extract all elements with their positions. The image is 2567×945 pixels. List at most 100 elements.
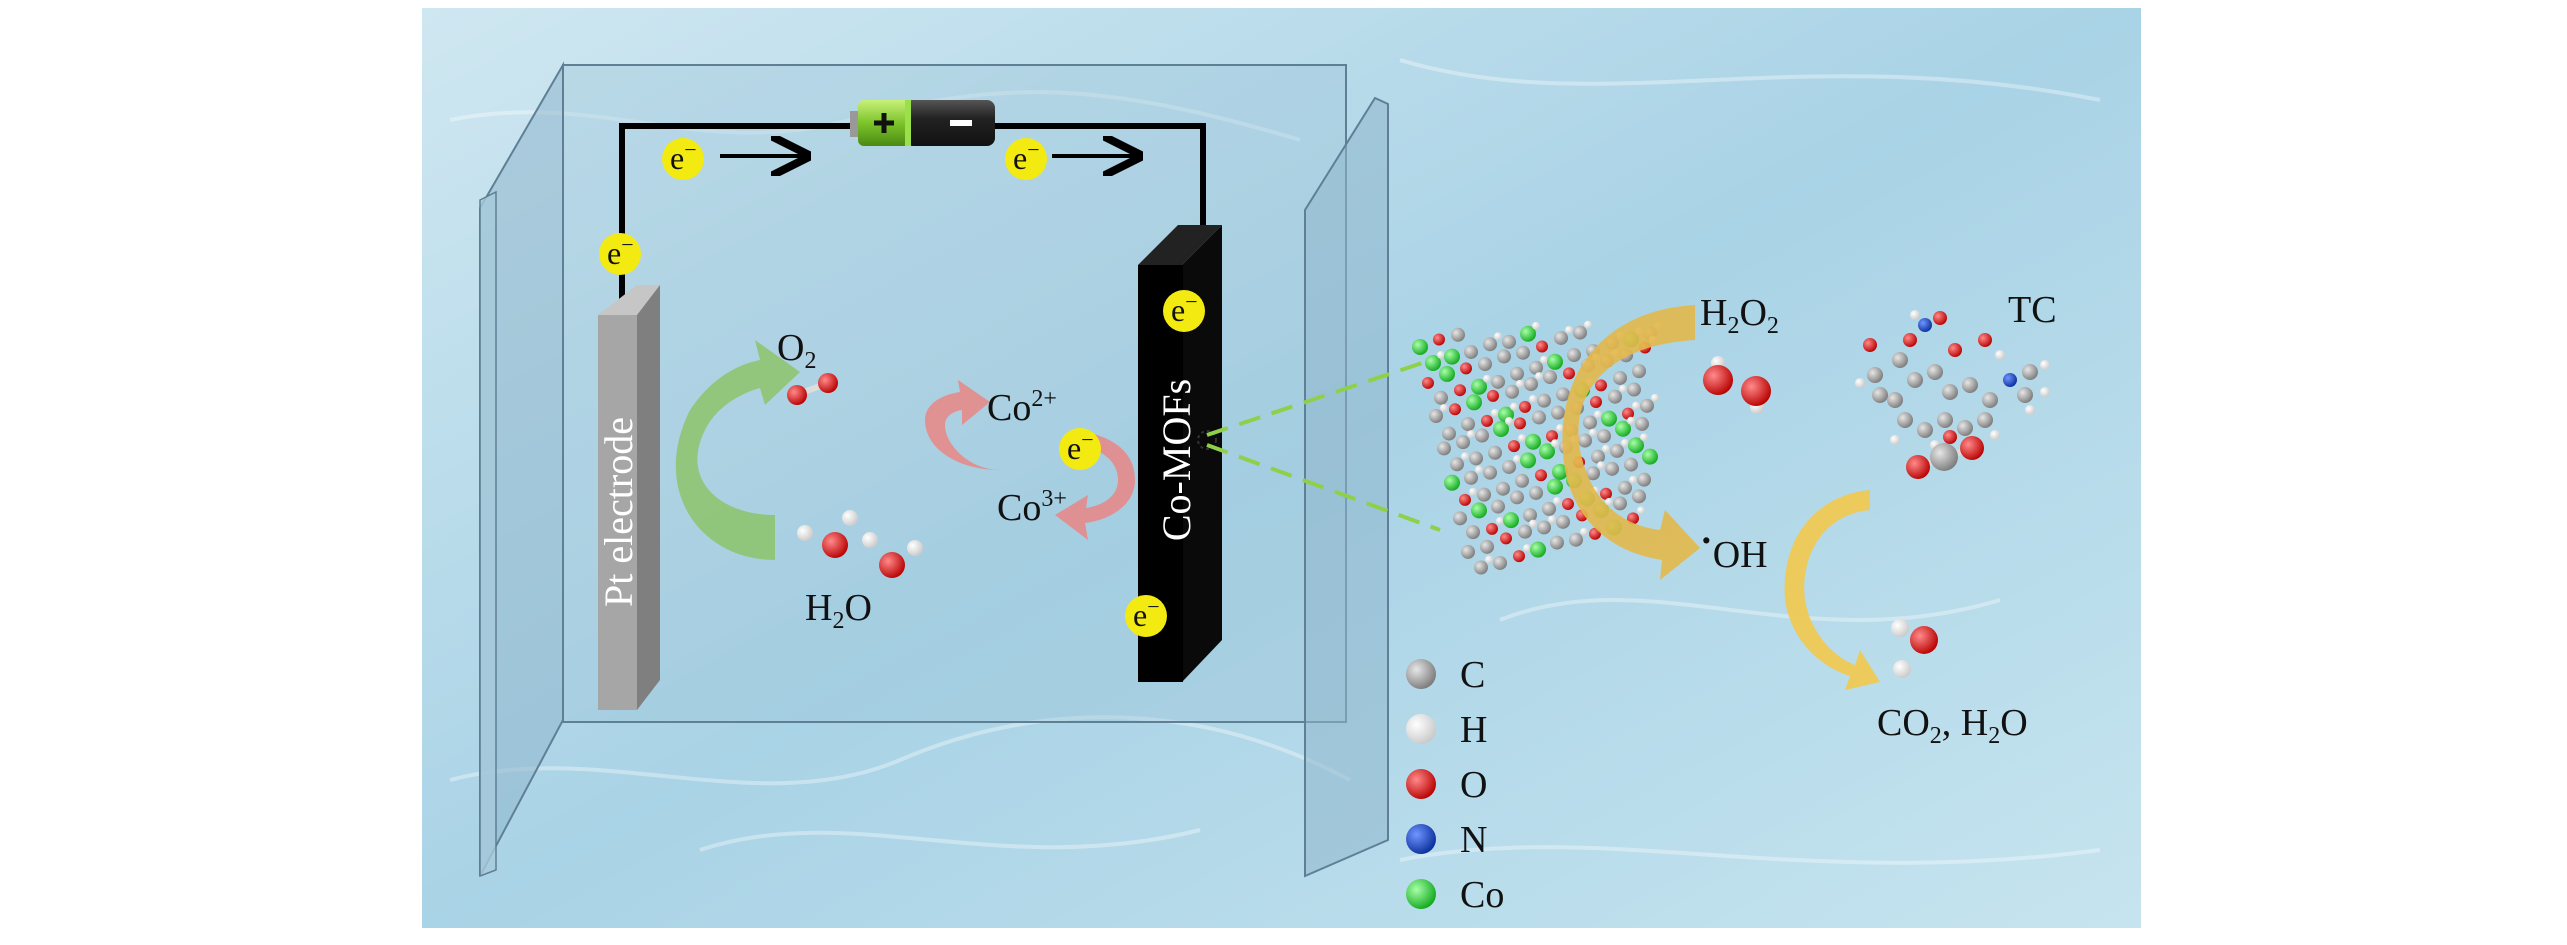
mof-atom (1637, 472, 1651, 487)
mof-atom (1483, 374, 1491, 383)
redox-cycle-arrow (1055, 430, 1135, 540)
tc-atom (1962, 377, 1978, 393)
mof-atom (1539, 443, 1555, 460)
h2o2-activation-arrow (1562, 305, 1700, 580)
electron-icon: e− (1005, 137, 1047, 180)
mof-atom (1488, 445, 1502, 460)
zoom-line (1206, 443, 1441, 532)
mof-atom (1551, 405, 1565, 420)
mof-atom (1546, 430, 1558, 443)
mof-atom (1519, 400, 1531, 413)
mof-atom (1477, 487, 1491, 502)
hydroxyl-radical-label: ·OH (1700, 520, 1768, 576)
mof-atom (1493, 555, 1507, 570)
electron-label: e− (670, 137, 697, 176)
mof-atom (1573, 325, 1587, 340)
h2o-molecules (797, 510, 923, 578)
mof-atom (1485, 555, 1493, 564)
legend-label: C (1460, 654, 1485, 696)
legend-item: Co (1406, 874, 1504, 916)
mof-atom (1491, 374, 1505, 389)
mof-atom (1500, 532, 1512, 545)
mof-atom (1584, 320, 1592, 329)
mof-atom (1597, 461, 1605, 470)
mof-atom (1547, 353, 1563, 370)
h2o2-label: H2O2 (1700, 292, 1779, 339)
mof-atom (1491, 499, 1505, 514)
mof-atom (1523, 508, 1537, 523)
mof-atom (1469, 451, 1483, 466)
mof-atom (1583, 415, 1597, 430)
mof-atom (1508, 440, 1520, 453)
co2plus-label: Co2+ (987, 386, 1057, 429)
legend-swatch (1406, 769, 1436, 799)
mof-atom (1525, 433, 1541, 450)
mof-atom (1622, 407, 1634, 420)
tc-atom (2025, 405, 2035, 415)
electrons: e−e−e−e−e−e− (599, 137, 1205, 637)
tc-atom (1863, 338, 1877, 352)
mof-atom (1444, 474, 1460, 491)
legend-label: O (1460, 764, 1487, 806)
electron-label: e− (1133, 594, 1160, 633)
mof-atom (1640, 398, 1654, 413)
mof-atom (1439, 365, 1455, 382)
tc-molecule (1855, 310, 2050, 450)
mof-atom (1514, 417, 1526, 430)
mof-atom (1605, 461, 1619, 476)
mof-atom (1642, 448, 1658, 465)
water-ripples (449, 58, 2101, 865)
mof-atom (1494, 332, 1502, 341)
mof-atom (1437, 441, 1451, 456)
mof-atom (1597, 429, 1611, 444)
electron-label: e− (1171, 289, 1198, 328)
mof-atom (1640, 433, 1648, 442)
mof-atom (1529, 519, 1537, 528)
mof-atom (1602, 444, 1610, 453)
mof-atom (1627, 382, 1641, 397)
tc-atom (1892, 352, 1908, 368)
mof-atom (1496, 481, 1510, 496)
mof-atom (1505, 384, 1519, 399)
mof-atom (1459, 493, 1471, 506)
pt-electrode: Pt electrode (596, 285, 660, 710)
electron-label: e− (1067, 427, 1094, 466)
legend-swatch (1406, 659, 1436, 689)
mof-atom (1565, 325, 1573, 334)
mof-atom (1551, 439, 1559, 448)
mof-atom (1453, 511, 1467, 526)
legend-item: C (1406, 654, 1485, 696)
oxidation-arrow (675, 340, 800, 560)
mof-atom (1556, 424, 1564, 433)
mof-atom (1619, 384, 1627, 393)
pt-electrode-label: Pt electrode (596, 417, 641, 607)
mof-atom (1613, 370, 1627, 385)
mof-atom (1632, 401, 1640, 410)
tc-atom (1933, 311, 1947, 325)
mof-atom (1483, 465, 1497, 480)
legend-swatch (1406, 824, 1436, 854)
mof-atom (1502, 334, 1516, 349)
mof-atom (1510, 490, 1524, 505)
mof-atom (1524, 377, 1538, 392)
mof-atom (1520, 325, 1536, 342)
electron-icon: e− (662, 137, 704, 180)
electron-icon: e− (1125, 594, 1167, 637)
tc-atom (1872, 387, 1888, 403)
mof-atom (1537, 520, 1551, 535)
mof-atom (1542, 501, 1556, 516)
mof-atom (1469, 487, 1477, 496)
mof-atom (1591, 449, 1605, 464)
mof-atom (1461, 417, 1475, 432)
mof-atom (1540, 355, 1548, 364)
mof-atom (1422, 376, 1434, 389)
mof-atom (1425, 354, 1441, 371)
mof-atom (1548, 515, 1556, 524)
mof-atom (1547, 478, 1563, 495)
mof-atom (1624, 457, 1638, 472)
mof-atom (1563, 367, 1575, 380)
tc-atom (1982, 392, 1998, 408)
tc-atom (1977, 412, 1993, 428)
tc-atom (1867, 367, 1883, 383)
o2-label: O2 (777, 327, 816, 374)
